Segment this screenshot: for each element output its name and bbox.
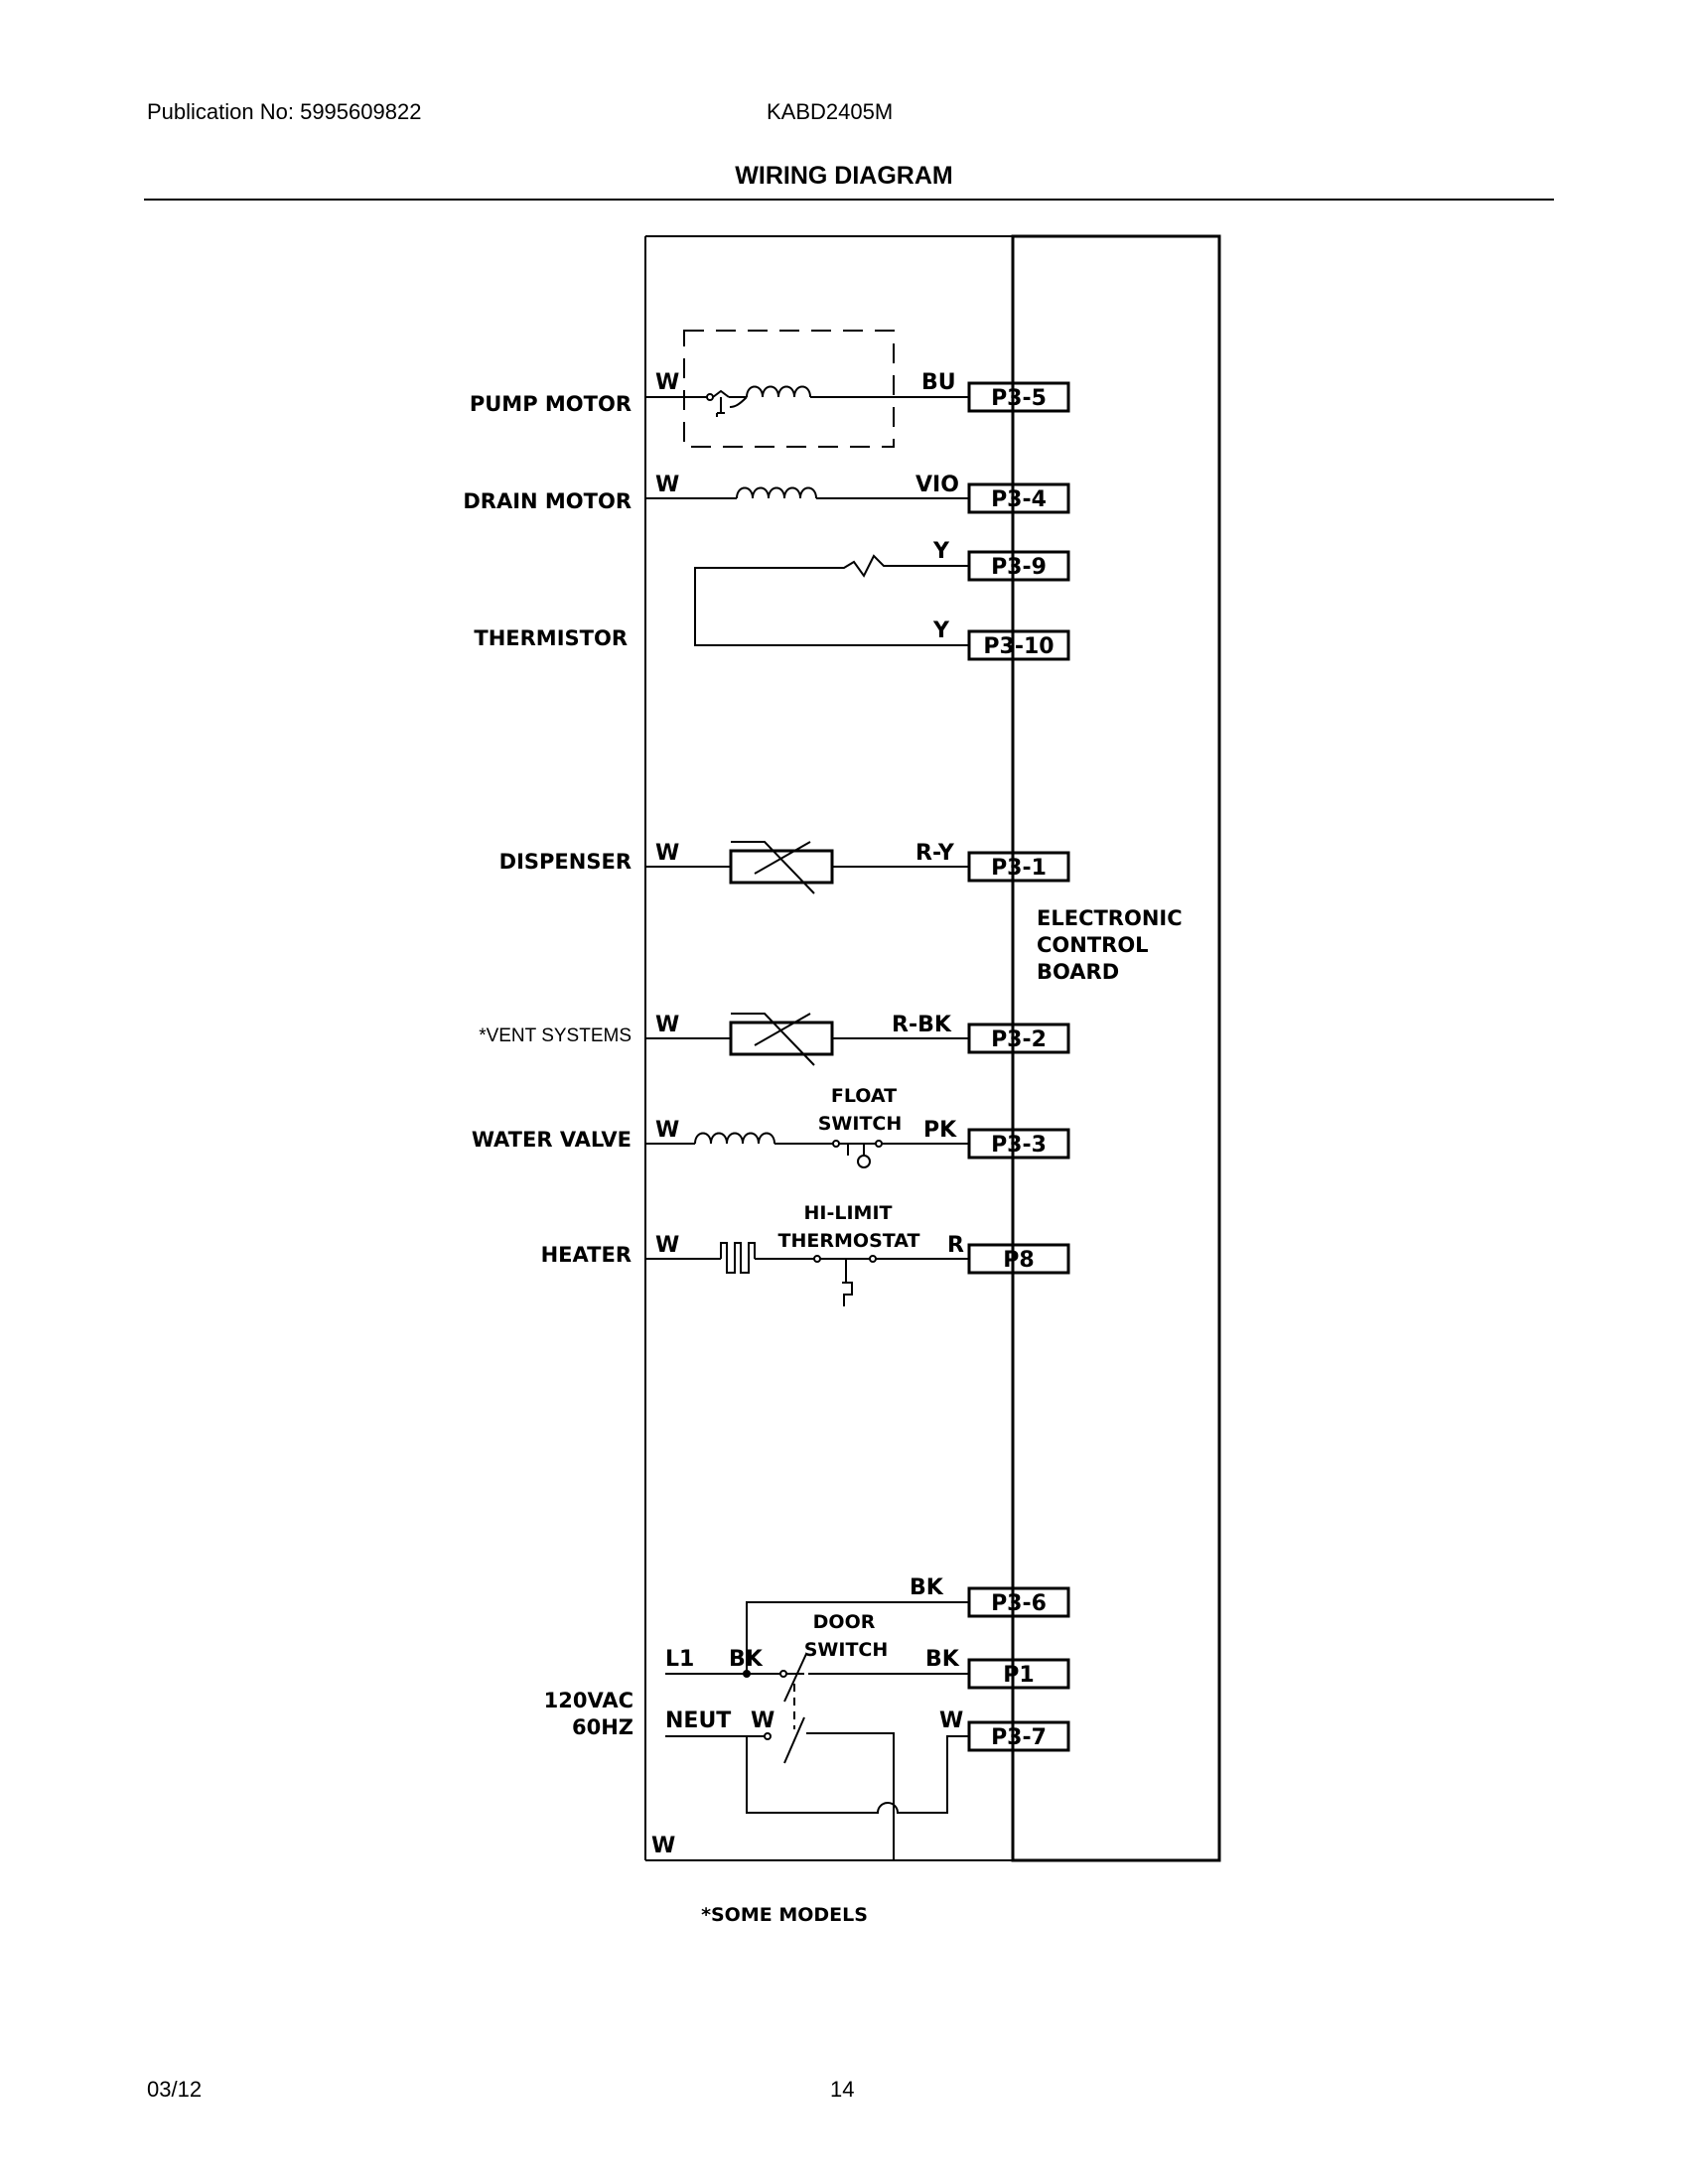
heater-element (720, 1242, 756, 1274)
thermistor-wire-b: Y (932, 618, 950, 643)
drain-wire-out: VIO (915, 473, 959, 497)
connector-p3-4: P3-4 (967, 482, 1070, 514)
pump-wire-in: W (655, 370, 679, 395)
thermistor-wire-a: Y (932, 539, 950, 564)
connector-p3-5: P3-5 (967, 381, 1070, 413)
connector-p3-9: P3-9 (967, 550, 1070, 582)
pump-motor-coil (729, 385, 811, 408)
model-number: KABD2405M (767, 99, 894, 124)
heater-wire-out: R (947, 1233, 964, 1258)
svg-text:P1: P1 (1003, 1663, 1034, 1688)
page-title: WIRING DIAGRAM (735, 162, 953, 190)
supply-label-2: 60HZ (572, 1715, 633, 1739)
drain-wire-in: W (655, 473, 679, 497)
p1-wire-color: BK (925, 1647, 960, 1672)
dispenser-wire-in: W (655, 841, 679, 866)
water-valve-label: WATER VALVE (472, 1128, 632, 1152)
dispenser-label: DISPENSER (499, 850, 632, 874)
door-switch-label-1: DOOR (813, 1611, 876, 1633)
connector-p3-1: P3-1 (967, 851, 1070, 883)
thermistor-label: THERMISTOR (474, 626, 628, 650)
connector-p8: P8 (967, 1243, 1070, 1275)
svg-text:P3-10: P3-10 (983, 634, 1054, 659)
hi-limit-label-1: HI-LIMIT (804, 1202, 893, 1224)
svg-text:P3-7: P3-7 (991, 1725, 1047, 1750)
dispenser-wire-out: R-Y (915, 841, 955, 866)
water-valve-coil (694, 1132, 775, 1145)
pump-motor-label: PUMP MOTOR (470, 392, 632, 416)
hi-limit-label-2: THERMOSTAT (778, 1230, 920, 1252)
vent-element (729, 1021, 834, 1056)
valve-wire-in: W (655, 1118, 679, 1143)
svg-text:P3-4: P3-4 (991, 487, 1047, 512)
hi-limit-thermostat-icon (820, 1258, 870, 1306)
l1-wire-color: BK (729, 1647, 764, 1672)
footer-date: 03/12 (147, 2077, 203, 2102)
door-switch-label-2: SWITCH (804, 1639, 889, 1661)
svg-text:P3-6: P3-6 (991, 1591, 1047, 1616)
vent-wire-in: W (655, 1013, 679, 1037)
pump-motor-housing (683, 330, 895, 448)
connector-p3-3: P3-3 (967, 1128, 1070, 1160)
connector-p3-2: P3-2 (967, 1023, 1070, 1054)
vent-systems-label: *VENT SYSTEMS (479, 1025, 632, 1046)
neut-wire-color: W (751, 1708, 774, 1733)
drain-motor-coil (736, 486, 817, 499)
connector-p3-6: P3-6 (967, 1586, 1070, 1618)
dispenser-element (729, 849, 834, 885)
board-label-3: BOARD (1037, 960, 1119, 984)
bottom-wire-color: W (651, 1834, 675, 1858)
vent-wire-out: R-BK (892, 1013, 952, 1037)
svg-text:P3-2: P3-2 (991, 1027, 1047, 1052)
connector-p1: P1 (967, 1658, 1070, 1690)
page-number: 14 (830, 2077, 855, 2102)
pump-wire-out: BU (921, 370, 956, 395)
p37-wire-color: W (939, 1708, 963, 1733)
float-switch-label-2: SWITCH (818, 1113, 903, 1135)
p36-wire-color: BK (910, 1575, 944, 1600)
connector-p3-10: P3-10 (967, 629, 1070, 661)
float-switch-icon (839, 1143, 876, 1156)
svg-text:P3-9: P3-9 (991, 555, 1047, 580)
power-wiring (665, 1601, 969, 1860)
neut-label: NEUT (665, 1708, 731, 1733)
heater-label: HEATER (541, 1243, 632, 1267)
valve-wire-out: PK (923, 1118, 957, 1143)
svg-text:P8: P8 (1003, 1248, 1034, 1273)
board-label-1: ELECTRONIC (1037, 906, 1183, 930)
electronic-control-board (1011, 234, 1221, 1862)
svg-text:P3-3: P3-3 (991, 1133, 1047, 1158)
l1-label: L1 (665, 1647, 694, 1672)
connector-p3-7: P3-7 (967, 1720, 1070, 1752)
svg-text:P3-5: P3-5 (991, 386, 1047, 411)
footnote-some-models: *SOME MODELS (701, 1904, 868, 1926)
header-rule (144, 199, 1554, 201)
publication-number: Publication No: 5995609822 (147, 99, 422, 124)
svg-text:P3-1: P3-1 (991, 856, 1047, 881)
supply-label-1: 120VAC (544, 1689, 633, 1712)
heater-wire-in: W (655, 1233, 679, 1258)
thermistor-loop (694, 554, 969, 646)
float-switch-label-1: FLOAT (831, 1085, 897, 1107)
drain-motor-label: DRAIN MOTOR (463, 489, 632, 513)
board-label-2: CONTROL (1037, 933, 1149, 957)
